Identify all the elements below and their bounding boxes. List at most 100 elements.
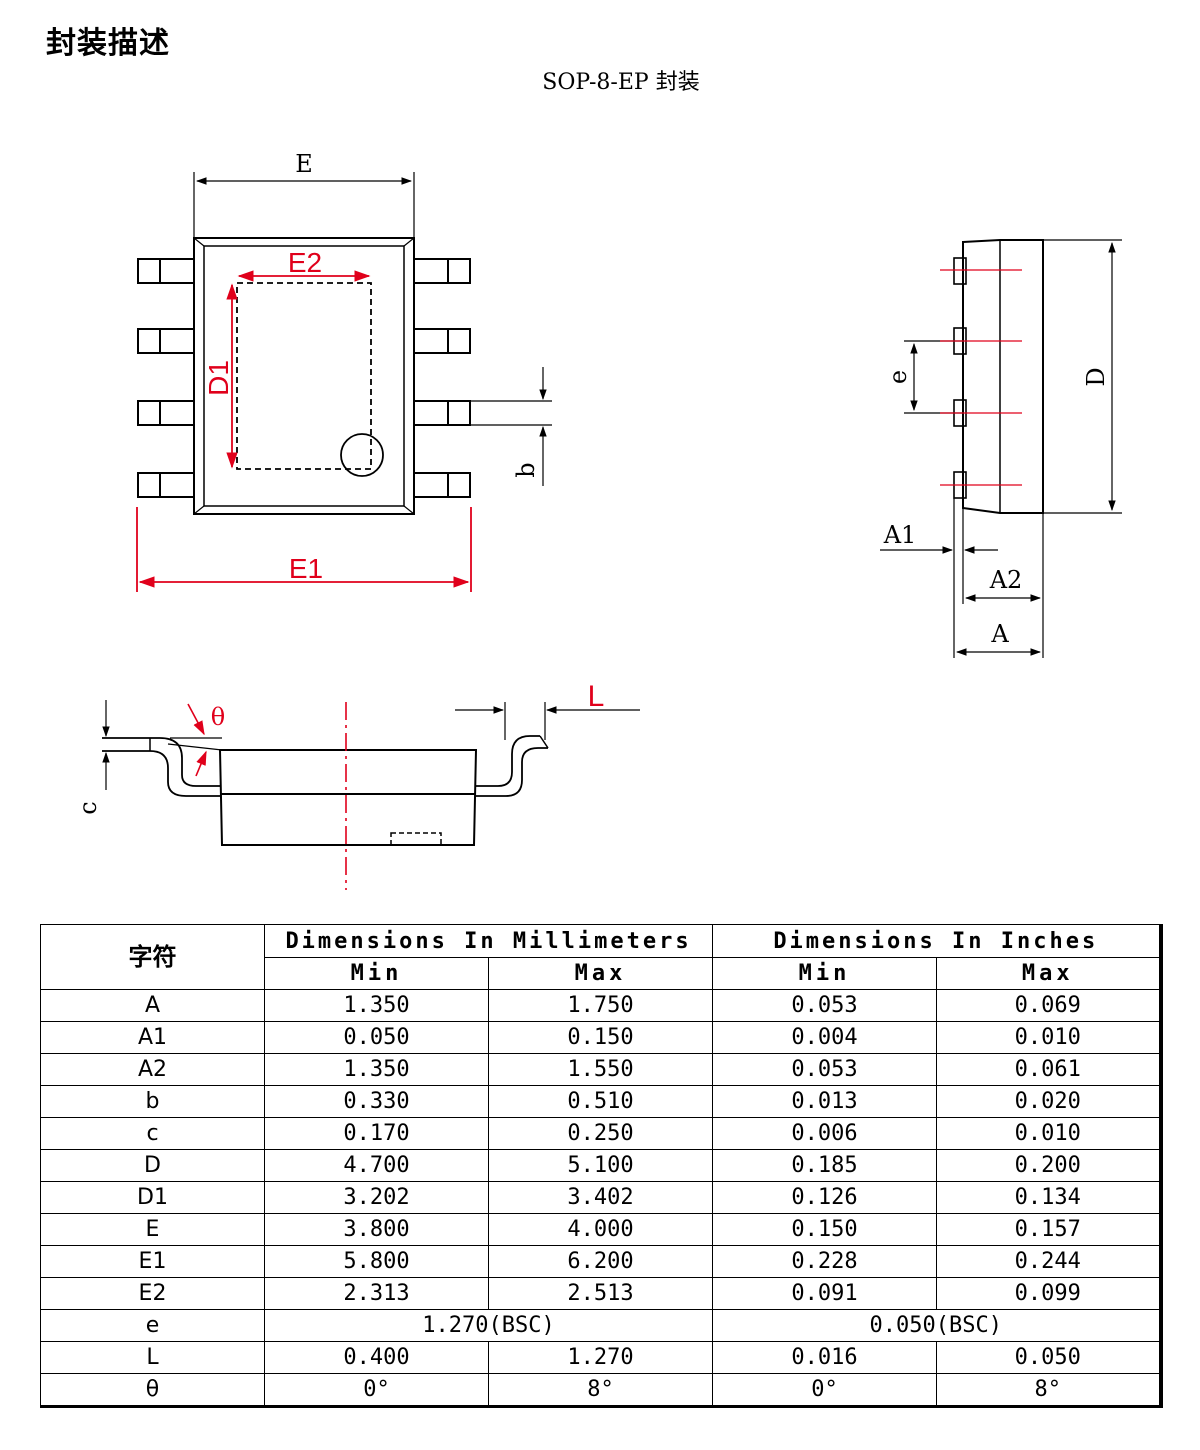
cell-mm-max: 0.250	[487, 1117, 714, 1150]
label-A1: A1	[883, 521, 917, 549]
mm-header: Dimensions In Millimeters	[263, 924, 714, 958]
table-row: A1 0.050 0.150 0.004 0.010	[40, 1021, 1162, 1054]
table-row: b 0.330 0.510 0.013 0.020	[40, 1085, 1162, 1118]
cell-symbol: A	[40, 989, 265, 1022]
cell-in-min: 0.013	[712, 1085, 938, 1118]
cell-symbol: E2	[40, 1277, 265, 1310]
table-row-theta: θ 0° 8° 0° 8°	[40, 1373, 1162, 1407]
cell-mm-max: 2.513	[487, 1277, 714, 1310]
label-theta: θ	[211, 703, 225, 731]
cell-mm-max: 1.550	[487, 1053, 714, 1086]
cell-in-min: 0.185	[712, 1149, 938, 1182]
cell-mm-max: 3.402	[487, 1181, 714, 1214]
cell-in-max: 0.069	[936, 989, 1162, 1022]
label-D1: D1	[203, 360, 234, 396]
cell-mm-min: 0.050	[264, 1021, 489, 1054]
cell-in-min: 0.053	[712, 989, 938, 1022]
cell-in-min: 0.004	[712, 1021, 938, 1054]
cell-symbol: e	[40, 1309, 265, 1342]
table-row: D1 3.202 3.402 0.126 0.134	[40, 1181, 1162, 1214]
exposed-pad	[236, 282, 372, 470]
section-title: 封装描述	[46, 26, 170, 61]
dimensions-table: 字符 Dimensions In Millimeters Dimensions …	[40, 924, 1163, 1408]
cell-mm-min: 3.800	[264, 1213, 489, 1246]
cell-in-min: 0°	[712, 1373, 938, 1407]
symbol-header: 字符	[40, 924, 265, 990]
top-view-red-dims	[136, 270, 472, 592]
cell-symbol: b	[40, 1085, 265, 1118]
cell-in-min: 0.091	[712, 1277, 938, 1310]
mm-max-header: Max	[487, 957, 714, 990]
left-pins	[137, 258, 195, 498]
label-E2: E2	[288, 247, 322, 278]
front-view	[102, 700, 640, 846]
cell-in-max: 8°	[936, 1373, 1162, 1407]
label-E1: E1	[289, 553, 323, 584]
label-b: b	[512, 462, 540, 477]
cell-symbol: D	[40, 1149, 265, 1182]
cell-in-max: 0.200	[936, 1149, 1162, 1182]
cell-in-min: 0.150	[712, 1213, 938, 1246]
cell-symbol: c	[40, 1117, 265, 1150]
cell-in-max: 0.134	[936, 1181, 1162, 1214]
cell-mm-max: 8°	[487, 1373, 714, 1407]
table-row: c 0.170 0.250 0.006 0.010	[40, 1117, 1162, 1150]
cell-symbol: A2	[40, 1053, 265, 1086]
cell-in-min: 0.126	[712, 1181, 938, 1214]
top-view	[137, 172, 552, 515]
table-row: A 1.350 1.750 0.053 0.069	[40, 989, 1162, 1022]
in-max-header: Max	[936, 957, 1162, 990]
cell-symbol: E1	[40, 1245, 265, 1278]
cell-mm-min: 0.330	[264, 1085, 489, 1118]
table-row: E1 5.800 6.200 0.228 0.244	[40, 1245, 1162, 1278]
cell-mm-min: 1.350	[264, 1053, 489, 1086]
label-L: L	[588, 680, 605, 713]
label-c: c	[74, 801, 102, 814]
package-title: SOP-8-EP 封装	[542, 70, 700, 95]
theta-arrow-bottom	[195, 750, 207, 777]
cell-in-bsc: 0.050(BSC)	[712, 1309, 1162, 1342]
table-row-L: L 0.400 1.270 0.016 0.050	[40, 1341, 1162, 1374]
cell-symbol: E	[40, 1213, 265, 1246]
table-row: E 3.800 4.000 0.150 0.157	[40, 1213, 1162, 1246]
label-e: e	[884, 370, 912, 384]
cell-mm-min: 1.350	[264, 989, 489, 1022]
cell-in-max: 0.010	[936, 1117, 1162, 1150]
label-E: E	[295, 150, 313, 178]
cell-mm-max: 4.000	[487, 1213, 714, 1246]
cell-mm-max: 0.150	[487, 1021, 714, 1054]
in-min-header: Min	[712, 957, 938, 990]
side-view	[880, 239, 1122, 658]
right-pins	[413, 258, 471, 498]
cell-in-max: 0.244	[936, 1245, 1162, 1278]
cell-mm-max: 1.270	[487, 1341, 714, 1374]
cell-symbol: θ	[40, 1373, 265, 1407]
cell-in-min: 0.006	[712, 1117, 938, 1150]
label-A2: A2	[989, 566, 1023, 594]
cell-symbol: L	[40, 1341, 265, 1374]
body-inner-outline	[203, 245, 405, 507]
cell-mm-min: 5.800	[264, 1245, 489, 1278]
mm-min-header: Min	[264, 957, 489, 990]
cell-in-max: 0.099	[936, 1277, 1162, 1310]
cell-mm-min: 0°	[264, 1373, 489, 1407]
cell-symbol: D1	[40, 1181, 265, 1214]
inch-header: Dimensions In Inches	[712, 924, 1162, 958]
table-row: A2 1.350 1.550 0.053 0.061	[40, 1053, 1162, 1086]
cell-in-min: 0.053	[712, 1053, 938, 1086]
cell-in-max: 0.050	[936, 1341, 1162, 1374]
cell-mm-min: 3.202	[264, 1181, 489, 1214]
cell-mm-min: 0.170	[264, 1117, 489, 1150]
pin1-marker	[340, 433, 384, 477]
package-drawing: E E2 D1 b E1 e D A1 A2 A	[74, 150, 1122, 890]
cell-mm-min: 4.700	[264, 1149, 489, 1182]
cell-in-max: 0.020	[936, 1085, 1162, 1118]
dimensions-table-body: A 1.350 1.750 0.053 0.069 A1 0.050 0.150…	[40, 989, 1162, 1407]
cell-in-max: 0.010	[936, 1021, 1162, 1054]
cell-mm-bsc: 1.270(BSC)	[263, 1309, 714, 1342]
cell-in-max: 0.157	[936, 1213, 1162, 1246]
theta-arrow-top	[187, 703, 205, 736]
body-outline	[193, 237, 415, 515]
cell-mm-min: 2.313	[264, 1277, 489, 1310]
side-view-centerlines	[940, 269, 1022, 486]
